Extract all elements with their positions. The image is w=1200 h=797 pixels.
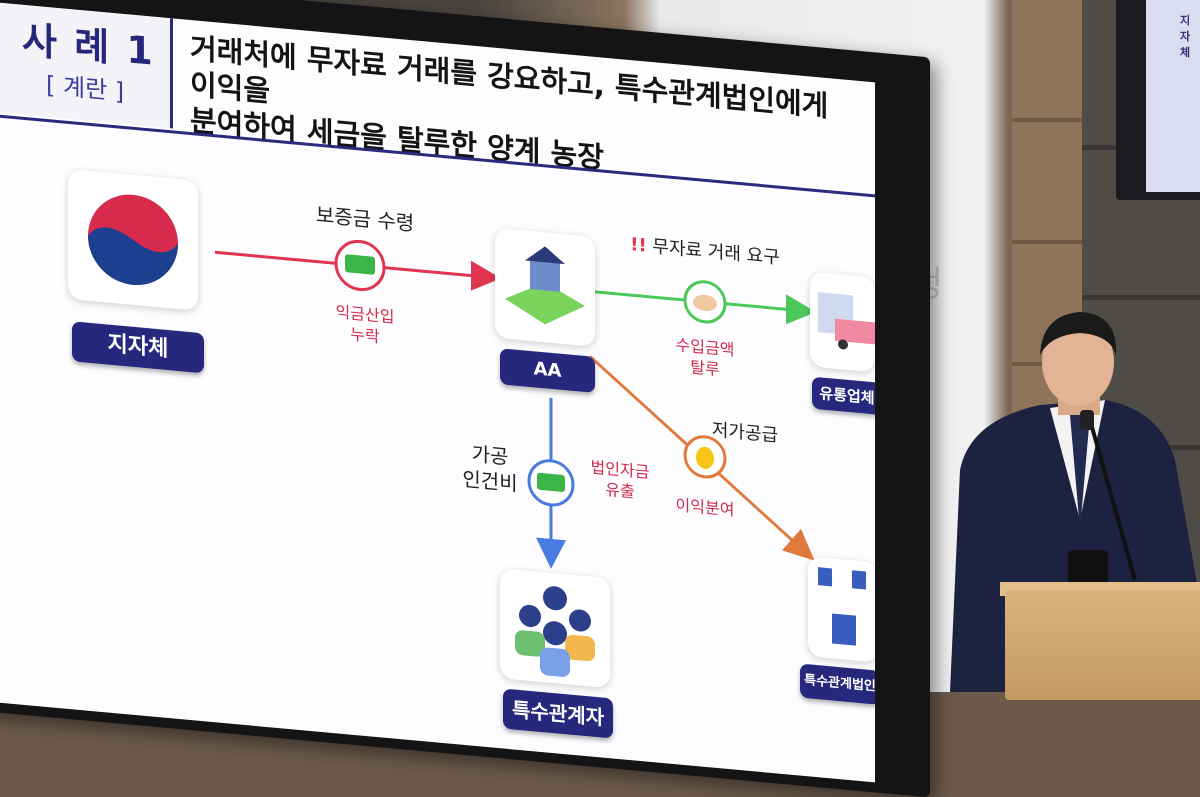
label-income-omit: 익금산입 누락	[320, 300, 410, 350]
alert-icon: !!	[630, 234, 647, 257]
case-title: 사 례 1	[22, 17, 155, 74]
farm-house-icon	[505, 246, 585, 325]
chick-icon	[696, 446, 714, 469]
arrows-layer	[215, 239, 816, 569]
tv-monitor: 사 례 1 [ 계란 ] 거래처에 무자료 거래를 강요하고, 특수관계법인에게…	[0, 0, 930, 797]
slide-title: 거래처에 무자료 거래를 강요하고, 특수관계법인에게 이익을 분여하여 세금을…	[190, 30, 860, 199]
secondary-monitor-text: 지자체	[1180, 14, 1191, 59]
distributor-icon-box	[810, 271, 875, 373]
flow-diagram: 지자체 AA 유통업체	[0, 153, 875, 783]
corp-icon-box	[808, 556, 875, 663]
gov-emblem-box	[68, 168, 198, 311]
people-group-icon	[515, 586, 595, 677]
node-distributor: 유통업체	[812, 376, 875, 415]
podium	[1005, 590, 1200, 700]
persons-icon-box	[500, 568, 610, 689]
delivery-truck-icon	[818, 292, 875, 350]
label-fake-labor: 가공 인건비	[450, 439, 530, 498]
money-icon-outflow	[537, 472, 565, 492]
buildings-icon	[818, 567, 866, 646]
farm-icon-box	[495, 227, 595, 347]
egg-icon	[693, 294, 717, 311]
label-fund-outflow: 법인자금 유출	[580, 456, 660, 505]
case-header: 사 례 1 [ 계란 ]	[0, 2, 173, 129]
node-related-corp: 특수관계법인	[800, 663, 875, 705]
secondary-monitor-display	[1146, 0, 1200, 192]
money-icon-deposit	[345, 254, 375, 275]
presentation-slide: 사 례 1 [ 계란 ] 거래처에 무자료 거래를 강요하고, 특수관계법인에게…	[0, 2, 875, 783]
label-revenue-evasion: 수입금액 탈루	[660, 333, 750, 383]
case-subtitle: [ 계란 ]	[46, 70, 125, 107]
government-emblem-icon	[88, 194, 178, 286]
